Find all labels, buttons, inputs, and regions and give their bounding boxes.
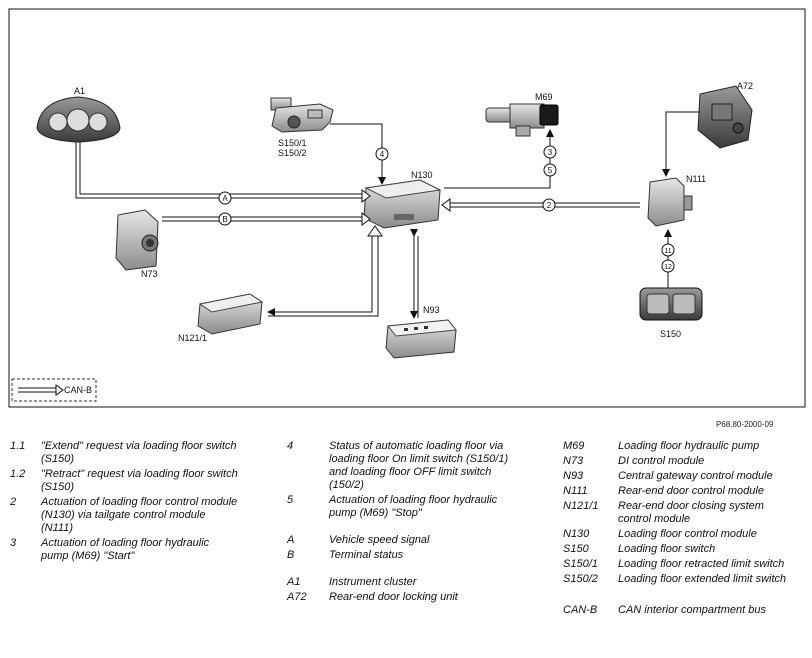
label-n121-1: N121/1 xyxy=(178,333,207,343)
legend-item: 1.2"Retract" request via loading floor s… xyxy=(10,468,238,493)
label-n73: N73 xyxy=(141,269,158,279)
svg-text:5: 5 xyxy=(548,166,553,175)
marker-4: 4 xyxy=(375,147,389,161)
svg-text:CAN-B: CAN-B xyxy=(64,385,92,395)
svg-text:4: 4 xyxy=(380,150,385,159)
marker-b: B xyxy=(218,212,232,226)
can-b-legend-box: CAN-B xyxy=(11,378,97,402)
label-a72: A72 xyxy=(737,81,753,91)
line-a1-to-n130 xyxy=(75,142,362,199)
svg-text:2: 2 xyxy=(547,201,552,210)
rear-end-door-control-module-n111-icon xyxy=(647,177,693,227)
reference-code: P68.80-2000-09 xyxy=(716,420,774,429)
limit-switch-s150-1-s150-2-icon xyxy=(270,97,334,133)
marker-2: 2 xyxy=(542,198,556,212)
label-a1: A1 xyxy=(74,86,85,96)
label-n93: N93 xyxy=(423,305,440,315)
loading-floor-switch-s150-icon xyxy=(639,287,703,321)
marker-5: 5 xyxy=(543,163,557,177)
svg-text:12: 12 xyxy=(664,264,672,271)
label-s150-2: S150/2 xyxy=(278,148,307,158)
svg-text:B: B xyxy=(222,215,227,224)
closing-system-control-module-n121-1-icon xyxy=(197,293,264,335)
marker-11: 11 xyxy=(661,243,675,257)
instrument-cluster-a1-icon xyxy=(36,96,121,143)
marker-a: A xyxy=(218,191,232,205)
door-locking-unit-a72-icon xyxy=(697,85,753,149)
svg-text:A: A xyxy=(222,194,228,203)
line-n130-to-m69 xyxy=(444,129,554,189)
hydraulic-pump-m69-icon xyxy=(485,103,559,137)
label-s150-1: S150/1 xyxy=(278,138,307,148)
svg-text:11: 11 xyxy=(664,248,671,255)
svg-text:3: 3 xyxy=(548,148,553,157)
label-s150: S150 xyxy=(660,329,681,339)
marker-3: 3 xyxy=(543,145,557,159)
line-s150-to-n130 xyxy=(330,123,386,185)
legend-item: 1.1"Extend" request via loading floor sw… xyxy=(10,440,237,465)
can-b-diagram: A1 N73 S150/1 S150/2 M69 A72 N130 xyxy=(8,8,806,408)
marker-12: 12 xyxy=(661,259,675,273)
diagram-frame xyxy=(8,8,806,408)
label-n130: N130 xyxy=(411,170,433,180)
label-n111: N111 xyxy=(686,174,706,184)
central-gateway-n93-icon xyxy=(385,319,457,359)
legend-column-1: 1.1"Extend" request via loading floor sw… xyxy=(10,440,238,565)
label-m69: M69 xyxy=(535,92,553,102)
line-n130-to-n121-1 xyxy=(267,234,373,316)
loading-floor-control-module-n130-icon xyxy=(363,179,442,229)
di-control-module-n73-icon xyxy=(115,209,159,271)
line-a72-to-n111 xyxy=(662,111,700,177)
